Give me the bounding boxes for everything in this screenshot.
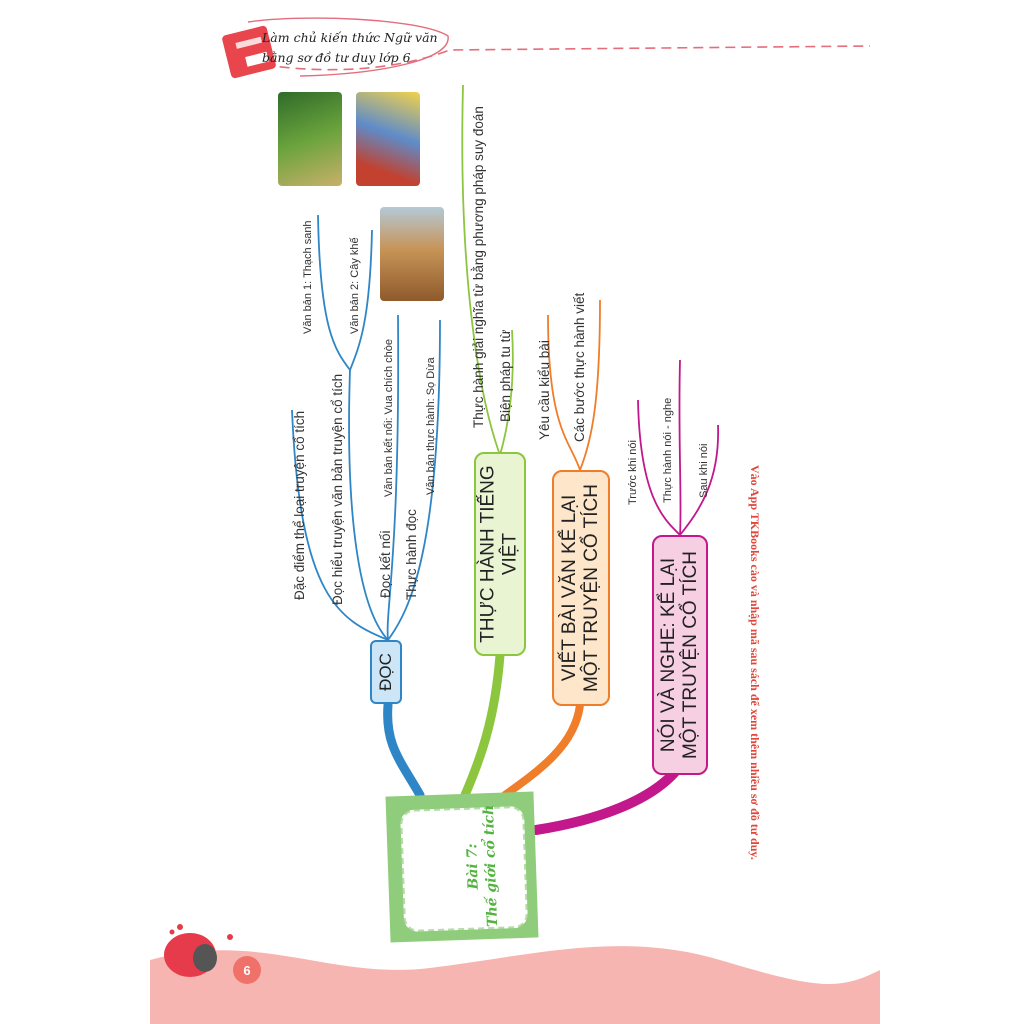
center-topic-title: Bài 7: Thế giới cổ tích [462, 804, 502, 927]
center-topic-line2: Thế giới cổ tích [480, 804, 502, 928]
leaf-truoc-khi-noi: Trước khi nói [627, 440, 639, 505]
mascot-icon [164, 924, 233, 977]
branch-noi-nghe-label-2: MỘT TRUYỆN CỔ TÍCH [680, 551, 701, 759]
branch-doc-label: ĐỌC [376, 653, 395, 691]
header-title-line1: Làm chủ kiến thức Ngữ văn [262, 30, 438, 45]
footer-wave [150, 946, 880, 1024]
illustration-cay-khe [356, 92, 420, 186]
branch-tieng-viet-label-2: VIỆT [500, 532, 522, 576]
branch-doc: ĐỌC [370, 640, 402, 704]
branch-noi-nghe-label-1: NÓI VÀ NGHE: KỂ LẠI [658, 557, 679, 753]
header-title: Làm chủ kiến thức Ngữ văn bằng sơ đồ tư … [262, 28, 438, 68]
illustration-thach-sanh [278, 92, 342, 186]
page-number: 6 [233, 956, 261, 984]
leaf-vb-ket-noi: Văn bản kết nối: Vua chích chòe [383, 339, 395, 497]
leaf-giai-nghia: Thực hành giải nghĩa từ bằng phương pháp… [471, 106, 486, 428]
branch-viet-label-1: VIẾT BÀI VĂN KỂ LẠI [559, 494, 580, 682]
leaf-sau-khi-noi: Sau khi nói [698, 443, 710, 498]
side-note: Vào App TKBooks cào và nhập mã sau sách … [748, 465, 762, 860]
leaf-doc-ket-noi: Đọc kết nối [378, 530, 393, 598]
leaf-thuc-hanh-noi: Thực hành nói - nghe [662, 397, 674, 503]
leaf-van-ban-1: Văn bản 1: Thạch sanh [302, 220, 314, 334]
center-topic-card: Bài 7: Thế giới cổ tích [385, 791, 539, 943]
branch-tieng-viet-label-1: THỰC HÀNH TIẾNG [478, 465, 500, 643]
leaf-cac-buoc: Các bước thực hành viết [572, 292, 587, 442]
book-icon [222, 25, 276, 79]
branch-viet: VIẾT BÀI VĂN KỂ LẠI MỘT TRUYỆN CỔ TÍCH [552, 470, 610, 706]
branch-viet-label-2: MỘT TRUYỆN CỔ TÍCH [581, 484, 602, 692]
leaf-doc-hieu: Đọc hiểu truyện văn bản truyện cổ tích [330, 373, 345, 605]
leaf-vb-thuc-hanh: Văn bản thực hành: Sọ Dừa [425, 357, 437, 495]
leaf-yeu-cau: Yêu cầu kiểu bài [537, 340, 552, 440]
illustration-so-dua [380, 207, 444, 301]
branch-tieng-viet: THỰC HÀNH TIẾNG VIỆT [474, 452, 526, 656]
leaf-van-ban-2: Văn bản 2: Cây khế [349, 237, 361, 334]
leaf-thuc-hanh-doc: Thực hành đọc [404, 509, 419, 600]
leaf-dac-diem: Đặc điểm thể loại truyện cổ tích [292, 410, 307, 600]
header-title-line2: bằng sơ đồ tư duy lớp 6 [262, 50, 411, 65]
leaf-bien-phap: Biện pháp tu từ [498, 329, 513, 422]
branch-noi-nghe: NÓI VÀ NGHE: KỂ LẠI MỘT TRUYỆN CỔ TÍCH [652, 535, 708, 775]
